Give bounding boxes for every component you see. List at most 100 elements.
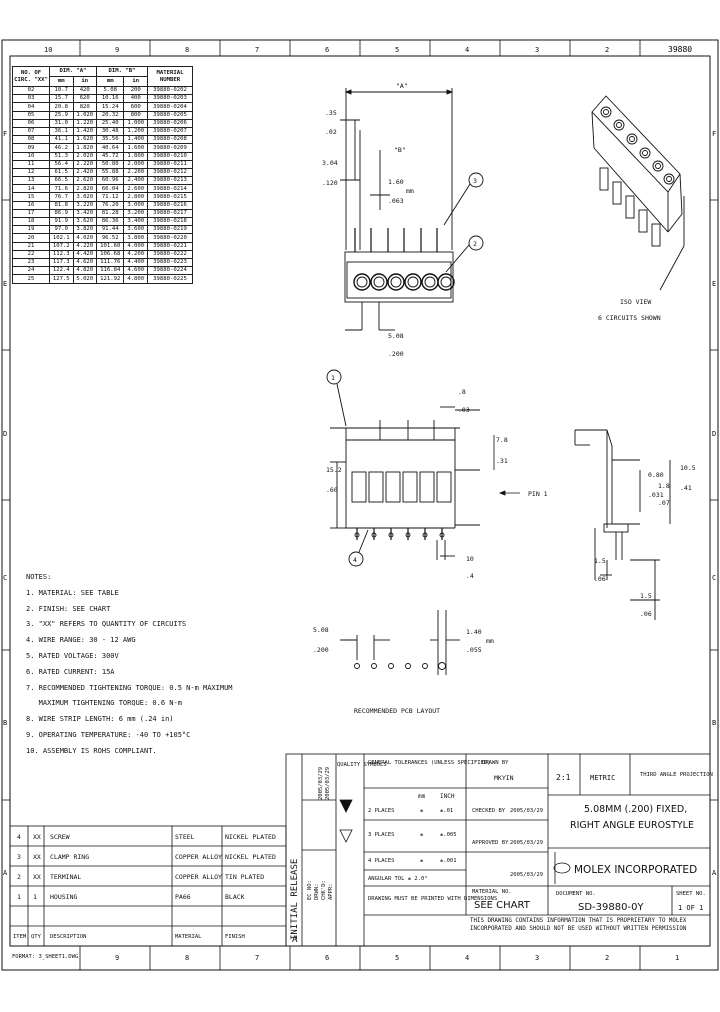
svg-text:XX: XX	[33, 873, 41, 881]
table-cell: 2.420	[72, 167, 97, 178]
table-cell: 39880-0212	[147, 167, 193, 178]
revision-label: INITIAL RELEASE	[290, 859, 300, 940]
proprietary-notice: THIS DRAWING CONTAINS INFORMATION THAT I…	[470, 918, 687, 932]
svg-text:6: 6	[325, 46, 329, 54]
table-cell: 24	[12, 266, 50, 276]
svg-text:.200: .200	[313, 646, 329, 654]
table-cell: 4.220	[72, 241, 97, 251]
table-cell: 107.2	[49, 241, 74, 251]
table-cell: 122.4	[49, 266, 74, 276]
table-cell: 39880-0225	[147, 274, 193, 284]
svg-text:"A": "A"	[396, 82, 408, 90]
table-cell: 101.60	[95, 241, 125, 251]
note-item: 1. MATERIAL: SEE TABLE	[26, 588, 119, 597]
table-cell: 2.620	[72, 176, 97, 186]
table-cell: 2.020	[72, 151, 97, 161]
table-cell: 39880-0209	[147, 143, 193, 153]
table-cell: 06	[12, 118, 50, 128]
svg-text:3: 3	[17, 853, 21, 861]
svg-text:ITEM: ITEM	[13, 934, 27, 940]
table-cell: 2.000	[123, 159, 148, 169]
drawing-note: DRAWING MUST BE PRINTED WITH DIMENSIONS	[368, 896, 497, 902]
table-cell: 14	[12, 184, 50, 194]
svg-text:1.60: 1.60	[388, 178, 404, 186]
table-cell: 4.420	[72, 249, 97, 259]
svg-text:.02: .02	[325, 128, 337, 136]
rev-date-1: 2005/03/29	[318, 767, 324, 800]
dimension-table: NO. OF CIRC. "XX" DIM. "A" DIM. "B" MATE…	[12, 66, 193, 284]
svg-text:XX: XX	[33, 853, 41, 861]
table-cell: 86.9	[49, 208, 74, 219]
units: METRIC	[590, 774, 615, 782]
table-cell: 96.52	[95, 233, 125, 243]
table-cell: 127.5	[49, 274, 74, 284]
table-cell: 39880-0207	[147, 126, 193, 137]
tol-inch: INCH	[440, 793, 455, 800]
table-cell: 2.200	[123, 167, 148, 178]
tol-row-4: ANGULAR TOL ± 2.0°	[368, 876, 428, 882]
svg-text:C: C	[712, 574, 716, 582]
front-view-dims: "A" .35 .02 "B" 3.04 .120 1.60 .063 mm 5…	[322, 82, 477, 358]
note-item: MAXIMUM TIGHTENING TORQUE: 0.6 N-m	[26, 699, 182, 708]
svg-text:9: 9	[115, 46, 119, 54]
table-cell: 20.32	[95, 110, 125, 120]
title-block	[285, 753, 711, 947]
table-cell: 4.620	[72, 257, 97, 268]
tol-mm-3: ±	[420, 858, 424, 864]
quality-symbols: QUALITY SYMBOLS	[337, 762, 387, 768]
svg-text:D: D	[3, 430, 7, 438]
approved-by-label: APPROVED BY	[472, 840, 509, 846]
table-cell: 50.80	[95, 159, 125, 169]
svg-text:3.04: 3.04	[322, 159, 338, 167]
pcb-dims: 5.08 .200 1.40 .055 mm RECOMMENDED PCB L…	[313, 626, 494, 715]
table-cell: 66.5	[49, 176, 74, 186]
svg-text:F: F	[3, 130, 7, 138]
table-cell: 420	[72, 85, 97, 96]
svg-text:COPPER ALLOY: COPPER ALLOY	[175, 873, 222, 881]
zone-columns-top: 10 9 8 7 6 5 4 3 2	[44, 46, 609, 54]
table-cell: 15	[12, 192, 50, 202]
table-cell: 111.76	[95, 257, 125, 268]
table-cell: 55.88	[95, 167, 125, 178]
svg-text:1: 1	[17, 893, 21, 901]
svg-text:3: 3	[473, 177, 477, 185]
table-cell: 86.36	[95, 216, 125, 227]
svg-text:2: 2	[473, 240, 477, 248]
table-cell: 39880-0217	[147, 208, 193, 219]
svg-text:1: 1	[33, 893, 37, 901]
tol-in-2: ±.005	[440, 832, 457, 838]
table-cell: 800	[123, 110, 148, 120]
note-item: 6. RATED CURRENT: 15A	[26, 667, 115, 676]
table-cell: 39880-0206	[147, 118, 193, 128]
svg-text:1: 1	[331, 374, 335, 382]
side-view-dims: 10.5 .41 0.80 .031 1.8 .07 1.5 .06 1.5 .…	[594, 464, 696, 618]
zone-rows-left: F E D C B A	[3, 130, 8, 877]
rev-letter: A	[292, 935, 298, 945]
company-name: MOLEX INCORPORATED	[574, 864, 697, 876]
table-cell: 45.72	[95, 151, 125, 161]
table-cell: 1.420	[72, 126, 97, 137]
table-cell: 4.820	[72, 266, 97, 276]
table-cell: 1.200	[123, 126, 148, 137]
svg-text:2: 2	[605, 954, 609, 962]
table-cell: 2.220	[72, 159, 97, 169]
col-material: MATERIAL NUMBER	[147, 66, 193, 87]
rev-date-2: 2005/03/29	[325, 767, 331, 800]
table-cell: 1.220	[72, 118, 97, 128]
tol-in-3: ±.001	[440, 858, 457, 864]
table-cell: 3.220	[72, 200, 97, 210]
svg-text:1.5: 1.5	[594, 557, 606, 565]
table-cell: 71.12	[95, 192, 125, 202]
svg-text:4: 4	[465, 954, 469, 962]
svg-text:1.40: 1.40	[466, 628, 482, 636]
table-cell: 91.44	[95, 225, 125, 235]
rev-chkd: CHK'D:	[321, 880, 327, 900]
